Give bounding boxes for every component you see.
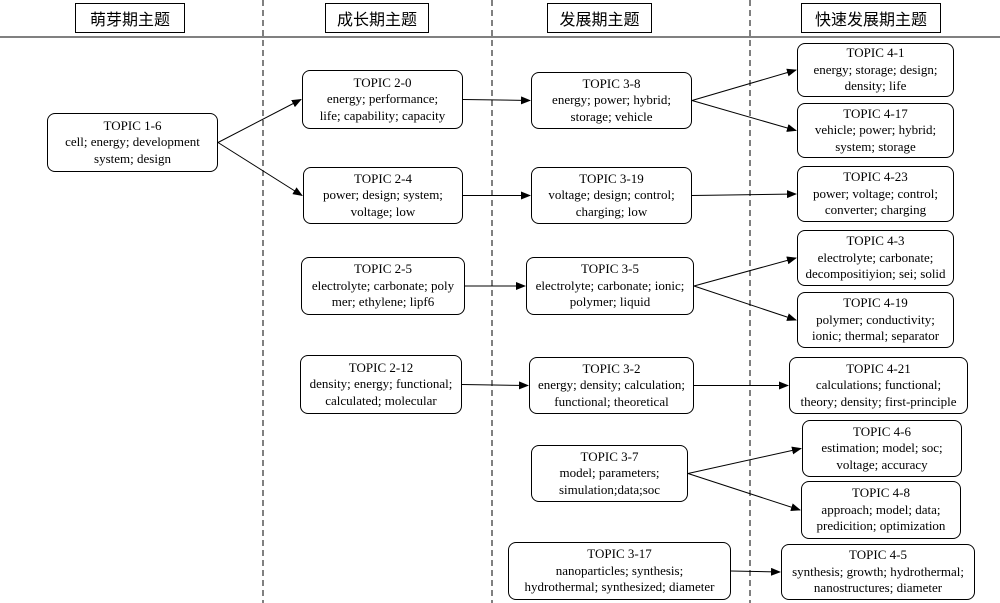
topic-keywords: calculations; functional; theory; densit… — [800, 377, 957, 409]
topic-title: TOPIC 4-19 — [843, 295, 908, 311]
edge-t3_7-to-t4_8 — [687, 473, 801, 512]
topic-keywords: electrolyte; carbonate; decompositiyion;… — [805, 249, 946, 282]
topic-4-19: TOPIC 4-19 polymer; conductivity; ionic;… — [797, 292, 954, 348]
topic-keywords: density; energy; functional; calculated;… — [309, 376, 453, 408]
topic-1-6: TOPIC 1-6 cell; energy; development syst… — [47, 113, 218, 172]
topic-title: TOPIC 3-19 — [579, 170, 644, 186]
phase-header-budding: 萌芽期主题 — [75, 3, 185, 33]
topic-title: TOPIC 3-17 — [587, 546, 652, 562]
topic-keywords: cell; energy; development system; design — [65, 134, 200, 166]
edge-t2_12-to-t3_2 — [461, 381, 529, 390]
topic-keywords: energy; power; hybrid; storage; vehicle — [552, 92, 671, 124]
topic-keywords: energy; density; calculation; functional… — [537, 377, 686, 409]
topic-title: TOPIC 4-17 — [843, 105, 908, 121]
topic-2-12: TOPIC 2-12 density; energy; functional; … — [300, 355, 462, 414]
phase-header-development: 发展期主题 — [547, 3, 652, 33]
topic-keywords: nanoparticles; synthesis; hydrothermal; … — [524, 562, 715, 595]
topic-keywords: electrolyte; carbonate; ionic; polymer; … — [535, 277, 685, 310]
topic-title: TOPIC 1-6 — [103, 117, 162, 133]
topic-4-3: TOPIC 4-3 electrolyte; carbonate; decomp… — [797, 230, 954, 286]
topic-4-17: TOPIC 4-17 vehicle; power; hybrid; syste… — [797, 103, 954, 158]
phase-header-rapid-development: 快速发展期主题 — [801, 3, 941, 33]
edge-t3_5-to-t4_3 — [693, 256, 797, 287]
edge-t3_17-to-t4_5 — [730, 567, 781, 576]
edge-t3_5-to-t4_19 — [693, 285, 797, 321]
topic-4-6: TOPIC 4-6 estimation; model; soc; voltag… — [802, 420, 962, 477]
edge-t3_8-to-t4_17 — [691, 100, 797, 132]
edge-t1_6-to-t2_4 — [217, 142, 303, 197]
edge-t2_0-to-t3_8 — [462, 96, 531, 105]
topic-2-0: TOPIC 2-0 energy; performance; life; cap… — [302, 70, 463, 129]
topic-title: TOPIC 2-12 — [348, 359, 414, 375]
topic-title: TOPIC 3-8 — [582, 75, 641, 91]
topic-keywords: electrolyte; carbonate; poly mer; ethyle… — [311, 277, 455, 310]
topic-title: TOPIC 4-23 — [843, 169, 908, 185]
phase-header-growth: 成长期主题 — [325, 3, 429, 33]
topic-keywords: power; voltage; control; converter; char… — [813, 185, 938, 218]
topic-2-5: TOPIC 2-5 electrolyte; carbonate; poly m… — [301, 257, 465, 315]
topic-keywords: power; design; system; voltage; low — [323, 187, 443, 219]
topic-4-23: TOPIC 4-23 power; voltage; control; conv… — [797, 166, 954, 222]
topic-3-19: TOPIC 3-19 voltage; design; control; cha… — [531, 167, 692, 224]
topic-title: TOPIC 4-5 — [849, 547, 907, 563]
topic-title: TOPIC 3-7 — [580, 448, 639, 464]
topic-title: TOPIC 2-0 — [353, 74, 412, 90]
topic-title: TOPIC 3-2 — [582, 360, 641, 376]
topic-3-17: TOPIC 3-17 nanoparticles; synthesis; hyd… — [508, 542, 731, 600]
topic-title: TOPIC 4-1 — [846, 45, 905, 61]
topic-keywords: polymer; conductivity; ionic; thermal; s… — [811, 311, 940, 344]
topic-title: TOPIC 4-8 — [852, 485, 910, 501]
topic-3-7: TOPIC 3-7 model; parameters; simulation;… — [531, 445, 688, 502]
topic-keywords: synthesis; growth; hydrothermal; nanostr… — [792, 563, 964, 596]
topic-title: TOPIC 3-5 — [581, 261, 639, 277]
topic-3-2: TOPIC 3-2 energy; density; calculation; … — [529, 357, 694, 414]
topic-title: TOPIC 4-6 — [853, 423, 911, 439]
topic-keywords: energy; storage; design; density; life — [813, 61, 938, 94]
topic-keywords: model; parameters; simulation;data;soc — [558, 465, 661, 497]
edge-t3_19-to-t4_23 — [691, 190, 797, 199]
topic-title: TOPIC 4-3 — [846, 233, 905, 249]
topic-keywords: approach; model; data; predicition; opti… — [816, 501, 946, 534]
edge-t3_7-to-t4_6 — [687, 446, 802, 474]
topic-keywords: estimation; model; soc; voltage; accurac… — [821, 440, 943, 472]
edge-t3_8-to-t4_1 — [691, 68, 797, 101]
topic-keywords: energy; performance; life; capability; c… — [319, 91, 446, 123]
topic-title: TOPIC 2-4 — [354, 170, 412, 186]
topic-4-5: TOPIC 4-5 synthesis; growth; hydrotherma… — [781, 544, 975, 600]
topic-title: TOPIC 2-5 — [354, 261, 412, 277]
topic-4-21: TOPIC 4-21 calculations; functional; the… — [789, 357, 968, 414]
topic-3-8: TOPIC 3-8 energy; power; hybrid; storage… — [531, 72, 692, 129]
edge-layer — [217, 68, 802, 576]
edge-t1_6-to-t2_0 — [217, 99, 302, 143]
topic-2-4: TOPIC 2-4 power; design; system; voltage… — [303, 167, 463, 224]
topic-4-1: TOPIC 4-1 energy; storage; design; densi… — [797, 43, 954, 97]
topic-title: TOPIC 4-21 — [846, 360, 911, 376]
topic-3-5: TOPIC 3-5 electrolyte; carbonate; ionic;… — [526, 257, 694, 315]
topic-keywords: vehicle; power; hybrid; system; storage — [814, 122, 937, 154]
topic-keywords: voltage; design; control; charging; low — [548, 187, 675, 219]
topic-4-8: TOPIC 4-8 approach; model; data; predici… — [801, 481, 961, 539]
